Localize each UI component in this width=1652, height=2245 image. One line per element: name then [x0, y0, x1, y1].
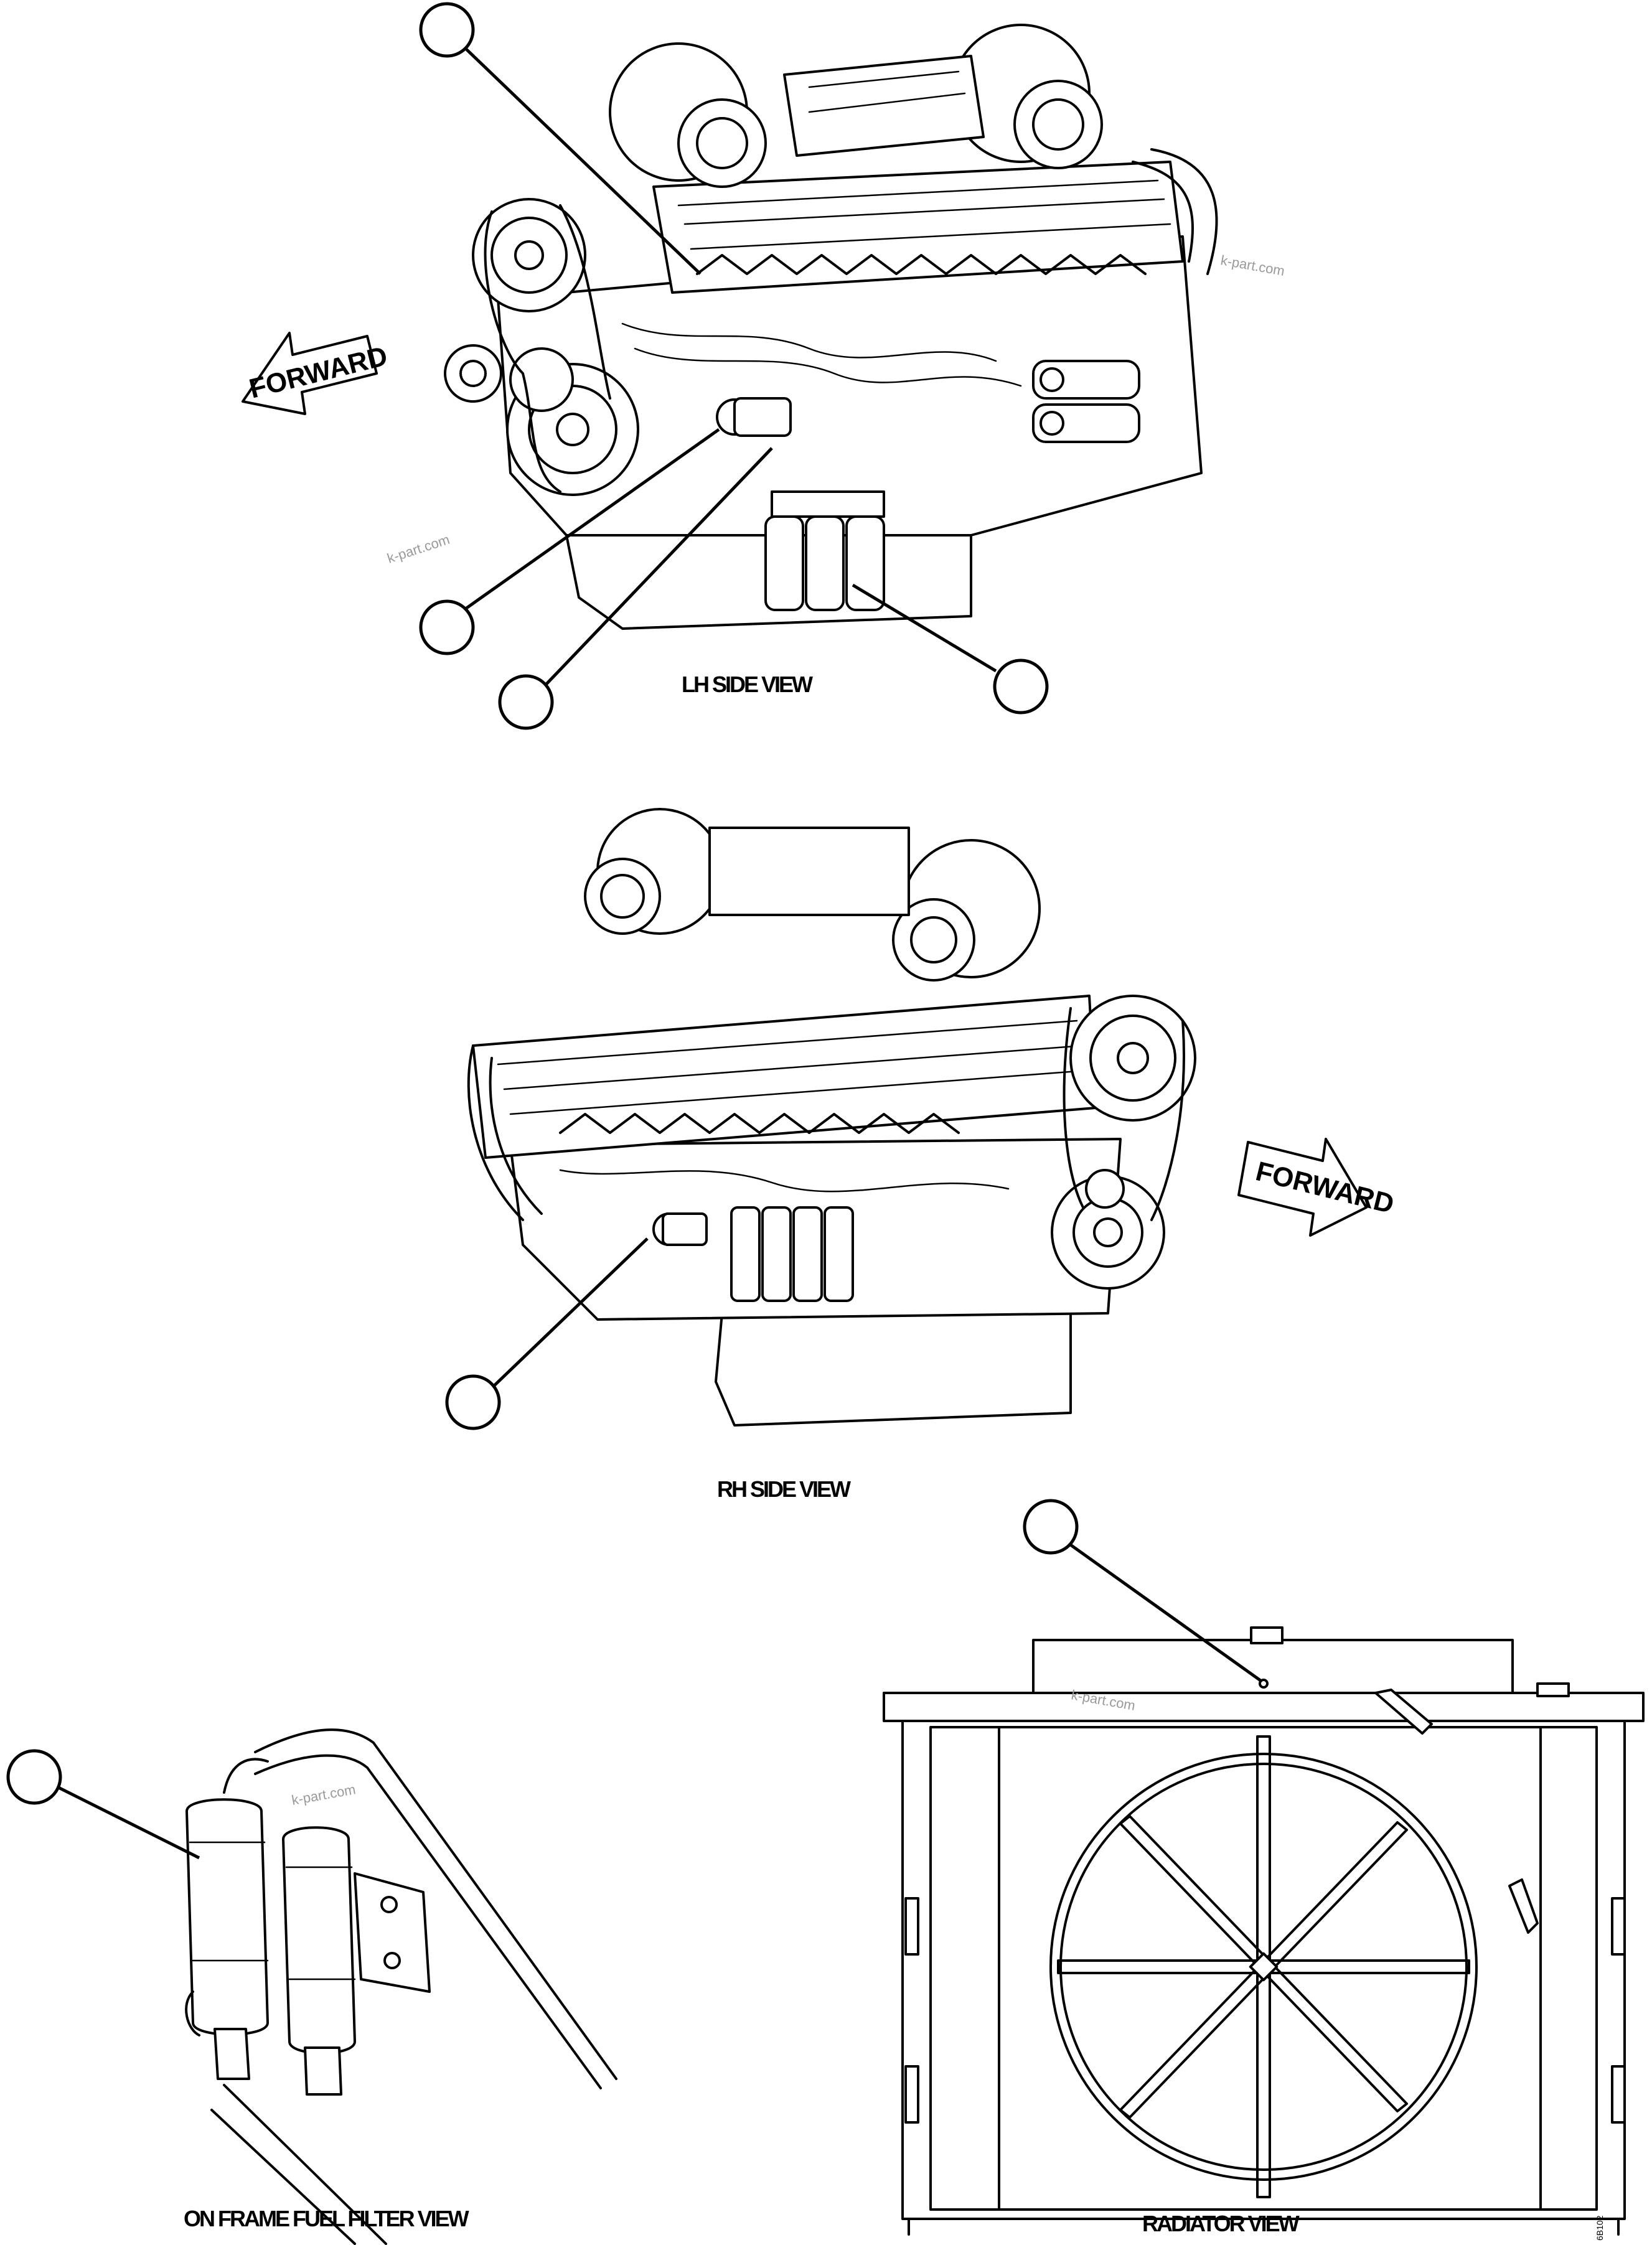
lh-side-view-label: LH SIDE VIEW: [682, 672, 813, 697]
callout-lh-4: [993, 659, 1049, 715]
callout-lh-3: [498, 674, 554, 730]
rh-engine-drawing: [467, 808, 1196, 1427]
fuel-filter-callouts: [6, 1749, 200, 1860]
lh-callouts: [419, 2, 1049, 730]
fuel-filter-drawing: [185, 1728, 617, 2245]
rh-forward-arrow: FORWARD: [1237, 1138, 1397, 1237]
callout-rh-1: [445, 1374, 501, 1430]
callout-lh-2: [419, 599, 475, 655]
watermark: k-part.com: [291, 1781, 357, 1808]
callout-radiator-1: [1023, 1499, 1079, 1555]
radiator-drawing: [883, 1626, 1645, 2236]
lh-forward-arrow: FORWARD: [242, 332, 390, 415]
callout-lh-1: [419, 2, 475, 58]
radiator-callouts: [1023, 1499, 1262, 1682]
callout-filter-1: [6, 1749, 62, 1805]
rh-callouts: [445, 1237, 649, 1430]
fuel-filter-view-label: ON FRAME FUEL FILTER VIEW: [184, 2206, 469, 2231]
rh-side-view-label: RH SIDE VIEW: [717, 1476, 851, 1502]
lh-engine-drawing: [444, 24, 1218, 630]
radiator-view-label: RADIATOR VIEW: [1142, 2211, 1300, 2236]
watermark: k-part.com: [1219, 252, 1286, 279]
drawing-code: 6B102: [1595, 2215, 1605, 2241]
watermark: k-part.com: [385, 532, 452, 566]
